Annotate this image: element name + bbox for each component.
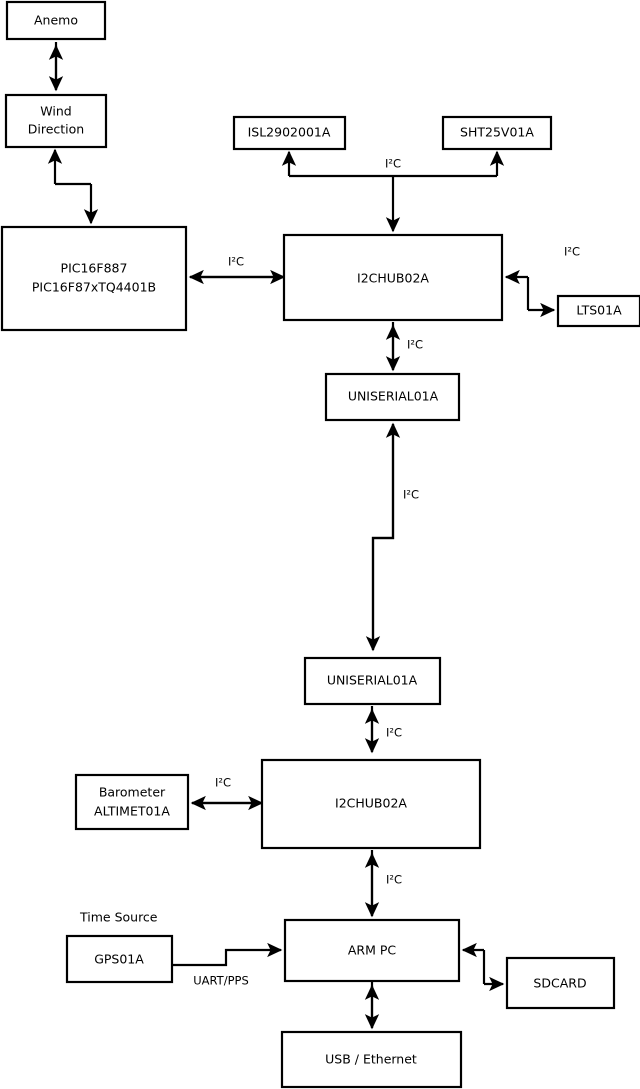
- node-barometer-box[interactable]: [74, 773, 190, 831]
- node-barometer-label-line1: Barometer: [99, 785, 166, 800]
- edge-label-sensor-bus: I²C: [385, 157, 401, 171]
- node-gps01a-box[interactable]: [65, 934, 174, 984]
- node-gps01a[interactable]: GPS01A: [65, 934, 174, 984]
- node-i2chub02a-bottom-label: I2CHUB02A: [335, 796, 407, 811]
- node-wind-direction-box[interactable]: [4, 93, 108, 149]
- node-wind-direction[interactable]: Wind Direction: [4, 93, 108, 149]
- node-uniserial01a-upper[interactable]: UNISERIAL01A: [324, 372, 461, 422]
- node-isl2902001a[interactable]: ISL2902001A: [232, 115, 347, 151]
- node-sht25v01a[interactable]: SHT25V01A: [441, 115, 553, 151]
- node-sdcard[interactable]: SDCARD: [505, 956, 616, 1010]
- node-arm-pc-box[interactable]: [283, 918, 461, 983]
- edge-label-uniserial-link: I²C: [403, 488, 419, 502]
- node-wind-direction-label-line1: Wind: [40, 104, 71, 119]
- node-usb-ethernet-box[interactable]: [280, 1030, 463, 1089]
- node-i2chub02a-bottom[interactable]: I2CHUB02A: [260, 758, 482, 850]
- edge-label-gps-armpc: UART/PPS: [193, 974, 249, 988]
- node-arm-pc-label: ARM PC: [348, 943, 397, 958]
- label-time-source: Time Source: [79, 910, 158, 925]
- node-pic-label-line1: PIC16F887: [61, 261, 128, 276]
- node-wind-direction-label-line2: Direction: [28, 122, 84, 137]
- node-usb-ethernet-label: USB / Ethernet: [325, 1052, 417, 1067]
- edge-label-uniserial-hub2: I²C: [386, 726, 402, 740]
- node-sdcard-label: SDCARD: [533, 976, 586, 991]
- node-usb-ethernet[interactable]: USB / Ethernet: [280, 1030, 463, 1089]
- node-uniserial01a-lower-box[interactable]: [303, 656, 442, 706]
- node-uniserial01a-upper-box[interactable]: [324, 372, 461, 422]
- node-isl2902001a-label: ISL2902001A: [248, 125, 331, 140]
- node-sdcard-box[interactable]: [505, 956, 616, 1010]
- node-i2chub02a-top-label: I2CHUB02A: [357, 271, 429, 286]
- node-anemo-box[interactable]: [5, 0, 107, 41]
- node-lts01a-label: LTS01A: [576, 303, 622, 318]
- node-sht25v01a-box[interactable]: [441, 115, 553, 151]
- edge-label-baro-hub2: I²C: [215, 776, 231, 790]
- node-barometer-label-line2: ALTIMET01A: [94, 804, 170, 819]
- edge-label-hub2-armpc: I²C: [386, 873, 402, 887]
- node-pic[interactable]: PIC16F887 PIC16F87xTQ4401B: [0, 225, 188, 332]
- node-anemo-label: Anemo: [34, 13, 78, 28]
- node-lts01a[interactable]: LTS01A: [556, 294, 640, 328]
- edge-label-hub-uniserial: I²C: [407, 338, 423, 352]
- node-sht25v01a-label: SHT25V01A: [460, 125, 534, 140]
- node-pic-label-line2: PIC16F87xTQ4401B: [32, 280, 156, 295]
- node-i2chub02a-top[interactable]: I2CHUB02A: [282, 233, 504, 322]
- node-gps01a-label: GPS01A: [94, 952, 144, 967]
- node-anemo[interactable]: Anemo: [5, 0, 107, 41]
- link-uniserial-long-up: [371, 422, 401, 650]
- link-gps-to-armpc: [172, 942, 283, 967]
- node-barometer[interactable]: Barometer ALTIMET01A: [74, 773, 190, 831]
- node-arm-pc[interactable]: ARM PC: [283, 918, 461, 983]
- edge-label-pic-hub: I²C: [228, 255, 244, 269]
- edge-label-hub-lts: I²C: [564, 245, 580, 259]
- node-i2chub02a-bottom-box[interactable]: [260, 758, 482, 850]
- node-uniserial01a-lower[interactable]: UNISERIAL01A: [303, 656, 442, 706]
- node-isl2902001a-box[interactable]: [232, 115, 347, 151]
- node-uniserial01a-upper-label: UNISERIAL01A: [348, 389, 439, 404]
- node-lts01a-box[interactable]: [556, 294, 640, 328]
- node-pic-box[interactable]: [0, 225, 188, 332]
- node-i2chub02a-top-box[interactable]: [282, 233, 504, 322]
- node-uniserial01a-lower-label: UNISERIAL01A: [327, 673, 418, 688]
